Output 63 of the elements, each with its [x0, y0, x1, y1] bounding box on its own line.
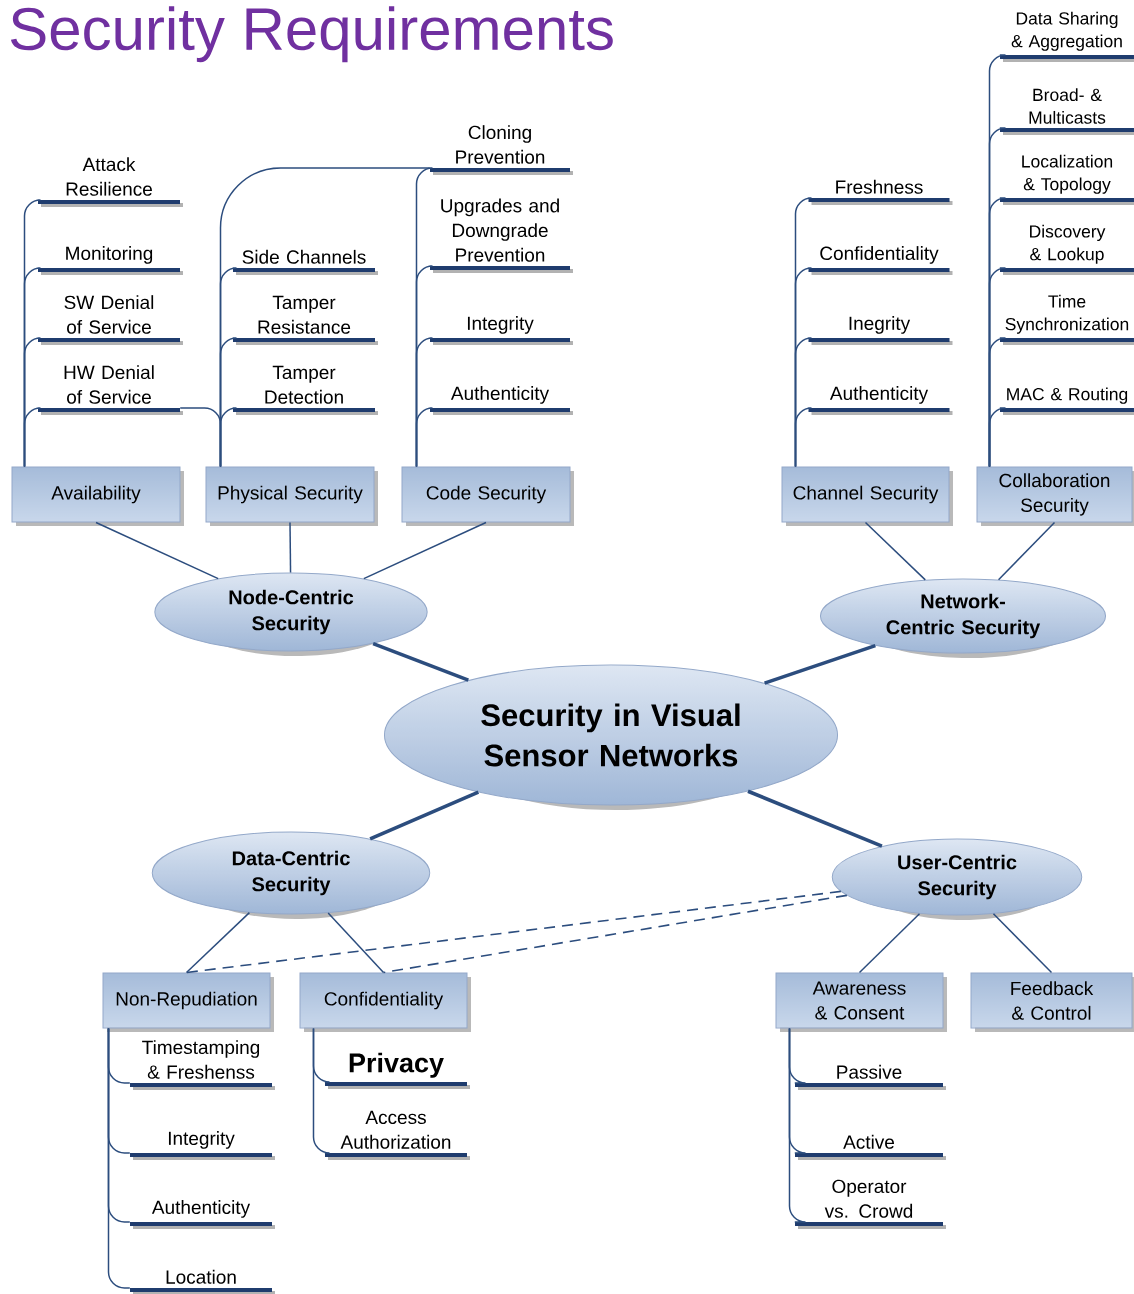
category-box: Channel Security	[781, 466, 953, 526]
category-box: Physical Security	[205, 466, 378, 526]
underlined-label: Access Authorization	[325, 1110, 470, 1160]
category-box: Awareness & Consent	[775, 972, 947, 1032]
connector-line	[764, 643, 876, 685]
underlined-label: Data Sharing & Aggregation	[1000, 11, 1134, 62]
underlined-label: Side Channels	[233, 249, 378, 275]
underlined-label: Monitoring	[38, 246, 183, 275]
tree-line	[415, 407, 434, 468]
category-box: Non-Repudiation	[102, 972, 274, 1032]
tree-line	[988, 407, 1007, 468]
tree-line	[788, 1027, 807, 1223]
underlined-label: Upgrades and Downgrade Prevention	[430, 198, 573, 273]
tree-line	[794, 407, 813, 468]
underlined-label: Authenticity	[430, 386, 573, 415]
category-box: Collaboration Security	[976, 466, 1134, 526]
underlined-label: Timestamping & Freshenss	[130, 1040, 275, 1090]
connector-line	[864, 521, 927, 581]
underlined-label: Integrity	[430, 316, 573, 345]
underlined-label: Freshness	[808, 179, 953, 205]
tree-line	[23, 407, 42, 468]
underlined-label: Inegrity	[808, 316, 953, 345]
tree-line	[219, 167, 431, 468]
underlined-label: Confidentiality	[808, 246, 953, 275]
underlined-label: HW Denial of Service	[38, 365, 183, 415]
connector-line	[185, 911, 251, 974]
connector-line	[858, 913, 921, 974]
underlined-label: Authenticity	[808, 386, 953, 415]
category-box: Confidentiality	[299, 972, 471, 1032]
underlined-label: Broad- & Multicasts	[1000, 88, 1134, 135]
category-box: Feedback & Control	[970, 972, 1134, 1032]
connector-line	[992, 913, 1053, 974]
underlined-label: Discovery & Lookup	[1000, 224, 1134, 275]
underlined-label: Cloning Prevention	[430, 125, 573, 175]
connector-line	[372, 641, 469, 682]
underlined-label: SW Denial of Service	[38, 295, 183, 345]
connector-line	[289, 521, 292, 574]
connector-line	[363, 521, 487, 580]
underlined-label: Time Synchronization	[1000, 294, 1134, 345]
connector-line	[327, 912, 385, 974]
connector-line	[382, 894, 848, 974]
underlined-label: Authenticity	[130, 1200, 275, 1229]
tree-line	[312, 1027, 331, 1154]
connector-line	[369, 790, 480, 841]
underlined-label: Attack Resilience	[38, 157, 183, 207]
underlined-label: Passive	[795, 1064, 946, 1090]
underlined-label: Tamper Detection	[233, 365, 378, 415]
underlined-label: Tamper Resistance	[233, 295, 378, 345]
connector-line	[997, 521, 1056, 581]
category-box: Code Security	[401, 466, 574, 526]
underlined-label: Localization & Topology	[1000, 154, 1134, 205]
underlined-label: Integrity	[130, 1131, 275, 1160]
underlined-label: Active	[795, 1134, 946, 1160]
connector-line	[185, 890, 842, 974]
connector-line	[95, 521, 219, 580]
underlined-label: Privacy	[325, 1052, 470, 1089]
category-box: Availability	[11, 466, 184, 526]
tree-line	[107, 1027, 131, 1289]
title: Security Requirements	[10, 6, 613, 63]
connector-line	[747, 789, 883, 848]
underlined-label: MAC & Routing	[1000, 387, 1134, 415]
underlined-label: Operator vs. Crowd	[795, 1179, 946, 1229]
underlined-label: Location	[130, 1269, 275, 1294]
